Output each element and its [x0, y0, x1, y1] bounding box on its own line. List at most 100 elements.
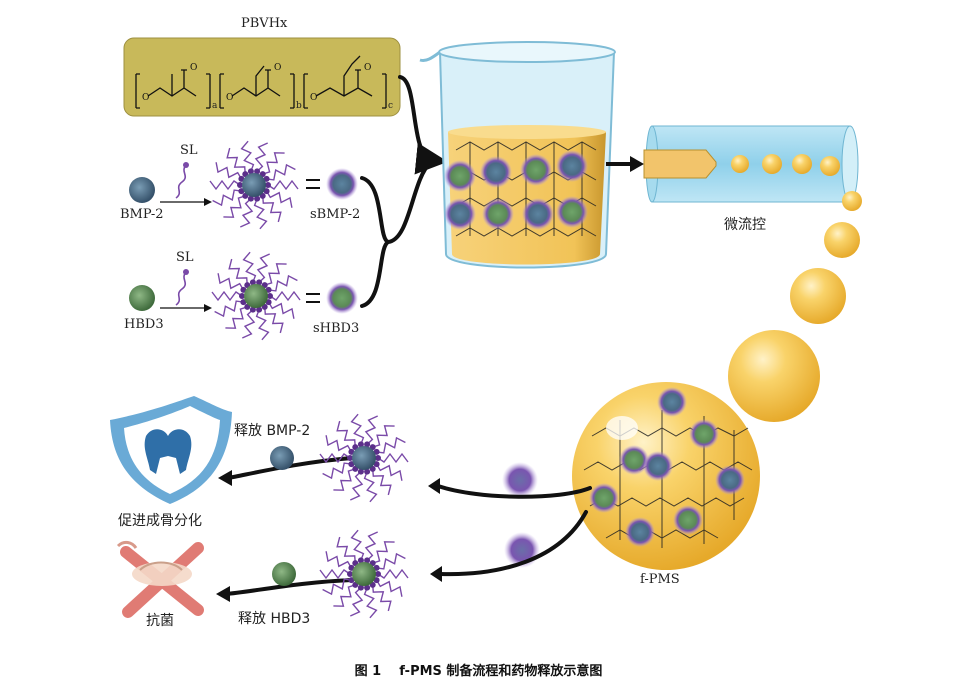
svg-text:O: O — [310, 93, 317, 103]
drug-core — [352, 446, 376, 470]
ligand-chain — [372, 468, 392, 496]
ligand-chain — [212, 189, 242, 207]
figure-caption: 图 1 f-PMS 制备流程和药物释放示意图 — [0, 660, 957, 679]
antibacterial-label: 抗菌 — [146, 613, 174, 629]
fpms-label: f-PMS — [640, 572, 680, 587]
ligand-head — [348, 461, 355, 468]
assembly-arrows — [160, 201, 206, 309]
micelle-bmp2-release — [319, 413, 409, 503]
ligand-head — [364, 441, 371, 448]
ligand-head — [364, 557, 371, 564]
ligand-chain — [333, 584, 356, 607]
subscript-c: c — [388, 101, 394, 111]
ligand-chain — [336, 536, 356, 564]
ligand-chain — [350, 413, 365, 445]
ligand-chain — [375, 463, 403, 481]
sl-ligands — [175, 164, 187, 306]
ligand-chain — [240, 198, 254, 228]
beaker — [419, 41, 616, 269]
ligand-chain — [364, 531, 378, 561]
polymer-label: PBVHx — [241, 16, 288, 31]
ligand-chain — [214, 300, 244, 318]
ligand-chain — [372, 425, 395, 448]
microfluidic-tube — [643, 125, 859, 203]
ligand-head — [373, 461, 380, 468]
ligand-chain — [319, 452, 351, 464]
svg-text:O: O — [226, 93, 233, 103]
ligand-head — [240, 286, 247, 293]
ligand-head — [238, 175, 245, 182]
figure-title: f-PMS 制备流程和药物释放示意图 — [399, 664, 603, 679]
bmp2-label: BMP-2 — [120, 207, 164, 222]
sbmp2-label: sBMP-2 — [310, 207, 361, 222]
micelle-bmp2-assembly — [209, 140, 299, 230]
ligand-head — [347, 455, 353, 461]
ligand-chain — [265, 190, 293, 208]
ligand-head — [249, 306, 256, 313]
ligand-head — [348, 564, 355, 571]
svg-text:O: O — [364, 63, 371, 73]
ligand-chain — [363, 587, 378, 619]
sl-label-bottom: SL — [176, 250, 194, 265]
ligand-chain — [253, 198, 268, 230]
release-bmp2-label: 释放 BMP-2 — [234, 423, 311, 439]
ligand-chain — [228, 258, 248, 286]
ligand-head — [247, 168, 254, 175]
subscript-a: a — [212, 101, 218, 111]
ligand-chain — [377, 452, 409, 464]
ligand-chain — [264, 263, 287, 286]
ligand-chain — [225, 306, 248, 329]
ligand-head — [364, 584, 371, 591]
ligand-chain — [322, 462, 352, 480]
free-drug-particles — [129, 177, 296, 586]
released-micelles — [502, 462, 540, 568]
ligand-head — [237, 182, 243, 188]
ligand-chain — [256, 253, 270, 283]
ligand-chain — [254, 142, 268, 172]
ligand-head — [249, 279, 256, 286]
ligand-chain — [211, 290, 243, 302]
drug-core — [244, 284, 268, 308]
ligand-head — [240, 299, 247, 306]
ligand-chain — [242, 309, 256, 339]
ligand-chain — [377, 568, 409, 580]
ligand-head — [254, 168, 261, 175]
ligand-chain — [240, 140, 255, 172]
ligand-chain — [262, 195, 282, 223]
ligand-head — [364, 468, 371, 475]
ligand-head — [348, 577, 355, 584]
release-arrowheads — [216, 470, 442, 602]
ligand-chain — [319, 568, 351, 580]
ligand-chain — [333, 468, 356, 491]
ligand-head — [265, 299, 272, 306]
ligand-chain — [372, 584, 392, 612]
ligand-head — [357, 557, 364, 564]
ligand-head — [357, 468, 364, 475]
drug-core — [242, 173, 266, 197]
release-hbd3-label: 释放 HBD3 — [238, 611, 311, 627]
ligand-chain — [376, 552, 406, 570]
ligand-chain — [255, 309, 270, 341]
shbd3-label: sHBD3 — [313, 321, 360, 336]
sl-label-top: SL — [180, 143, 198, 158]
ligand-chain — [209, 179, 241, 191]
ligand-chain — [266, 163, 296, 181]
microfluidic-label: 微流控 — [724, 217, 766, 233]
fpms-sphere — [572, 382, 760, 570]
ligand-head — [239, 293, 245, 299]
ligand-chain — [325, 551, 353, 569]
ligand-head — [357, 584, 364, 591]
figure-number: 图 1 — [354, 664, 382, 679]
equals-signs — [306, 179, 320, 303]
polymer-structure-box: O O O O O O — [123, 37, 401, 117]
ligand-chain — [267, 179, 299, 191]
ligand-head — [375, 571, 381, 577]
ligand-head — [373, 564, 380, 571]
micelle-hbd3-release — [319, 529, 409, 619]
growing-spheres — [728, 191, 862, 422]
ligand-chain — [226, 147, 246, 175]
ligand-head — [347, 571, 353, 577]
ligand-chain — [215, 162, 243, 180]
ligand-head — [256, 279, 263, 286]
